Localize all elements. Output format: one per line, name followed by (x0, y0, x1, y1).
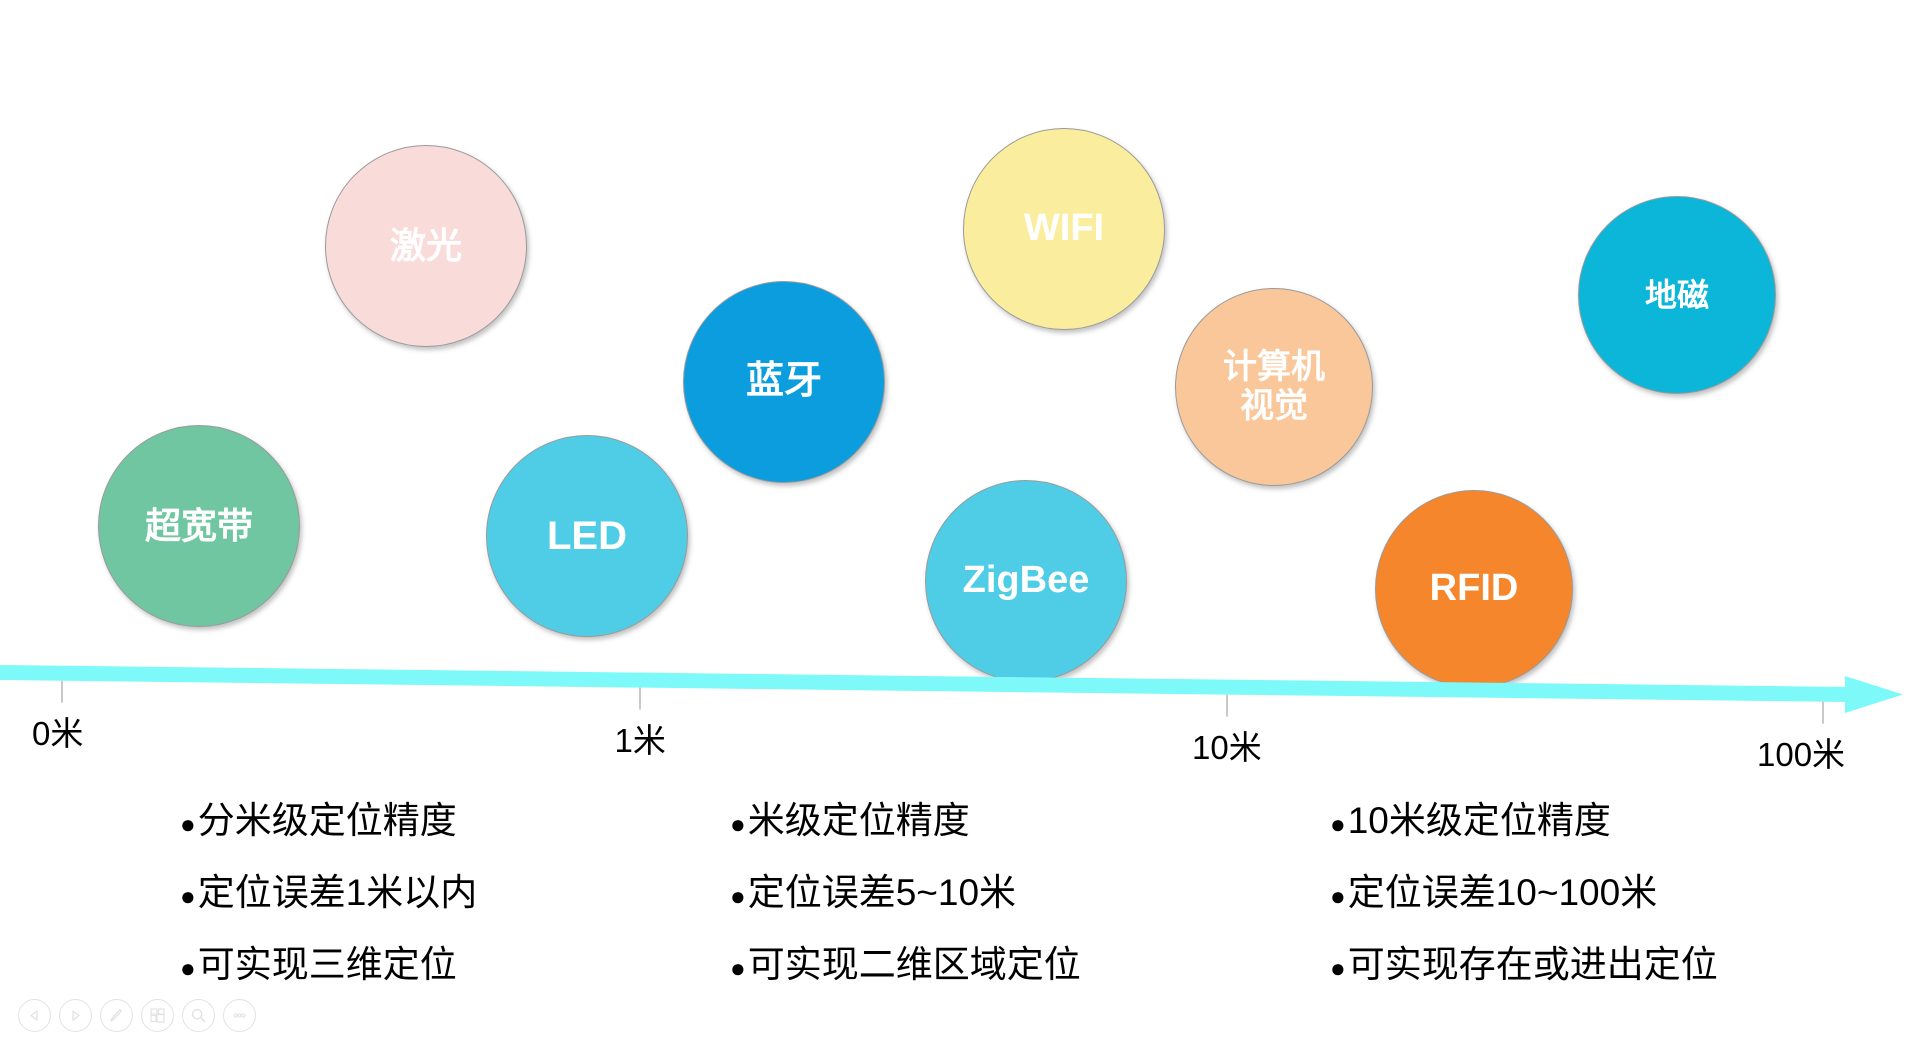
bullet-text: 可实现二维区域定位 (747, 944, 1081, 985)
pen-button[interactable] (100, 999, 133, 1032)
bubble-1[interactable]: 激光 (325, 145, 527, 347)
bullet-text: 定位误差5~10米 (747, 872, 1017, 913)
bubble-label: ZigBee (962, 559, 1090, 602)
bullet-marker-icon: ● (1330, 881, 1346, 911)
presentation-toolbar[interactable] (18, 999, 256, 1032)
axis-tick-label: 10米 (1192, 728, 1262, 766)
bullet-text: 米级定位精度 (747, 800, 970, 841)
measurement-axis: 0米 1米 10米 100米 (0, 660, 1913, 773)
bullet-columns: ●分米级定位精度●定位误差1米以内●可实现三维定位●米级定位精度●定位误差5~1… (0, 790, 1913, 990)
bubble-3[interactable]: 蓝牙 (683, 281, 885, 483)
bullet-text: 定位误差10~100米 (1347, 872, 1658, 913)
bubble-label: 蓝牙 (745, 360, 822, 403)
more-options-button[interactable] (223, 999, 256, 1032)
bullet-marker-icon: ● (180, 953, 196, 983)
bubble-label: WIFI (1023, 207, 1105, 250)
bullet-item: ●米级定位精度 (730, 790, 1081, 862)
bullet-text: 分米级定位精度 (197, 800, 457, 841)
bullet-item: ●定位误差10~100米 (1330, 862, 1718, 934)
bubble-label: RFID (1429, 567, 1519, 610)
slide-overview-icon (149, 1007, 166, 1024)
axis-tick-label: 0米 (32, 714, 84, 752)
bubble-label: 超宽带 (144, 505, 253, 547)
bubble-7[interactable]: RFID (1375, 490, 1573, 688)
axis-line-svg (0, 665, 1903, 724)
previous-slide-button[interactable] (18, 999, 51, 1032)
bullet-marker-icon: ● (730, 881, 746, 911)
pen-icon (108, 1007, 125, 1024)
bubble-2[interactable]: LED (486, 435, 688, 637)
bullet-text: 可实现存在或进出定位 (1347, 944, 1718, 985)
bullet-item: ●可实现存在或进出定位 (1330, 934, 1718, 1006)
bubble-4[interactable]: WIFI (963, 128, 1165, 330)
bubble-label: 地磁 (1644, 276, 1709, 313)
bullet-column-1: ●米级定位精度●定位误差5~10米●可实现二维区域定位 (730, 790, 1081, 1006)
bubble-8[interactable]: 地磁 (1578, 196, 1776, 394)
zoom-icon (190, 1007, 207, 1024)
play-slide-icon (68, 1008, 83, 1023)
bullet-column-0: ●分米级定位精度●定位误差1米以内●可实现三维定位 (180, 790, 477, 1006)
bubble-label: 激光 (389, 225, 462, 267)
axis-tick-label: 100米 (1757, 735, 1846, 773)
bubble-label: LED (547, 514, 627, 558)
bullet-item: ●可实现三维定位 (180, 934, 477, 1006)
bullet-marker-icon: ● (1330, 953, 1346, 983)
bullet-marker-icon: ● (180, 881, 196, 911)
bubble-6[interactable]: 计算机 视觉 (1175, 288, 1373, 486)
bullet-column-2: ●10米级定位精度●定位误差10~100米●可实现存在或进出定位 (1330, 790, 1718, 1006)
axis-tick-label: 1米 (614, 721, 666, 759)
slide-overview-button[interactable] (141, 999, 174, 1032)
bullet-marker-icon: ● (730, 953, 746, 983)
bullet-item: ●定位误差1米以内 (180, 862, 477, 934)
bubble-5[interactable]: ZigBee (925, 480, 1127, 682)
more-options-icon (231, 1007, 248, 1024)
previous-slide-icon (27, 1008, 42, 1023)
bullet-text: 10米级定位精度 (1347, 800, 1611, 841)
bullet-text: 定位误差1米以内 (197, 872, 478, 913)
bullet-marker-icon: ● (730, 809, 746, 839)
bullet-item: ●10米级定位精度 (1330, 790, 1718, 862)
bullet-marker-icon: ● (180, 809, 196, 839)
bubble-0[interactable]: 超宽带 (98, 425, 300, 627)
play-slide-button[interactable] (59, 999, 92, 1032)
zoom-button[interactable] (182, 999, 215, 1032)
bullet-item: ●分米级定位精度 (180, 790, 477, 862)
bullet-item: ●定位误差5~10米 (730, 862, 1081, 934)
bullet-marker-icon: ● (1330, 809, 1346, 839)
bullet-item: ●可实现二维区域定位 (730, 934, 1081, 1006)
bullet-text: 可实现三维定位 (197, 944, 457, 985)
bubble-label: 计算机 视觉 (1223, 347, 1325, 425)
